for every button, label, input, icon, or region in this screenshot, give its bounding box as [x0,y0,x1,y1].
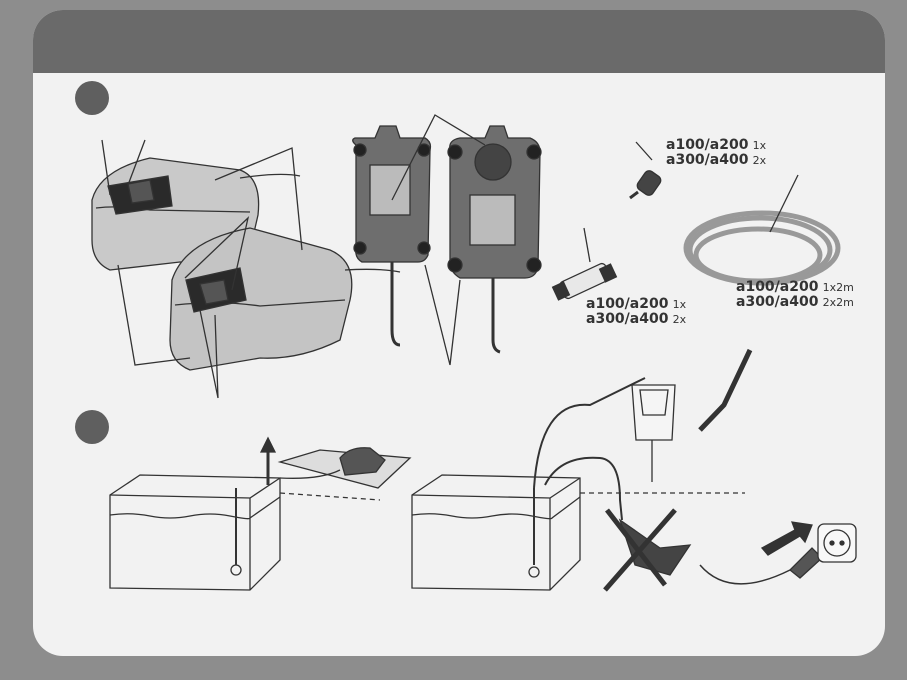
pump-hanging-correct [632,385,675,482]
power-plug [790,548,822,578]
airstone [630,142,663,198]
check-valve-label: a100/a200 1x a300/a400 2x [586,297,686,327]
quantity: 1x [673,298,687,311]
pump-underside-right [448,126,541,352]
arrow-up-icon [261,438,275,452]
model-name: a300/a400 [666,152,748,168]
check-mark-icon [700,350,750,430]
model-name: a300/a400 [586,311,668,327]
quantity: 2x [753,154,767,167]
model-name: a100/a200 [586,296,668,312]
quantity: 2x [673,313,687,326]
pump-underside-left [353,126,431,345]
model-name: a100/a200 [666,137,748,153]
airstone-label: a100/a200 1x a300/a400 2x [666,138,766,168]
aquarium-tank-right [412,475,580,590]
quantity: 1x2m [823,281,854,294]
model-name: a100/a200 [736,279,818,295]
model-name: a300/a400 [736,294,818,310]
arrow-right-icon [762,522,812,555]
tubing-label: a100/a200 1x2m a300/a400 2x2m [736,280,854,310]
power-socket-icon [818,524,856,562]
check-valve [553,228,617,300]
water-level-line [280,493,380,500]
pump-on-shelf [280,448,410,488]
quantity: 1x [753,139,767,152]
air-tubing-coil [686,213,838,283]
quantity: 2x2m [823,296,854,309]
pump-below-incorrect [620,520,690,575]
aquarium-tank-left [110,475,280,590]
power-cable [700,565,790,584]
leader-line [425,265,460,365]
